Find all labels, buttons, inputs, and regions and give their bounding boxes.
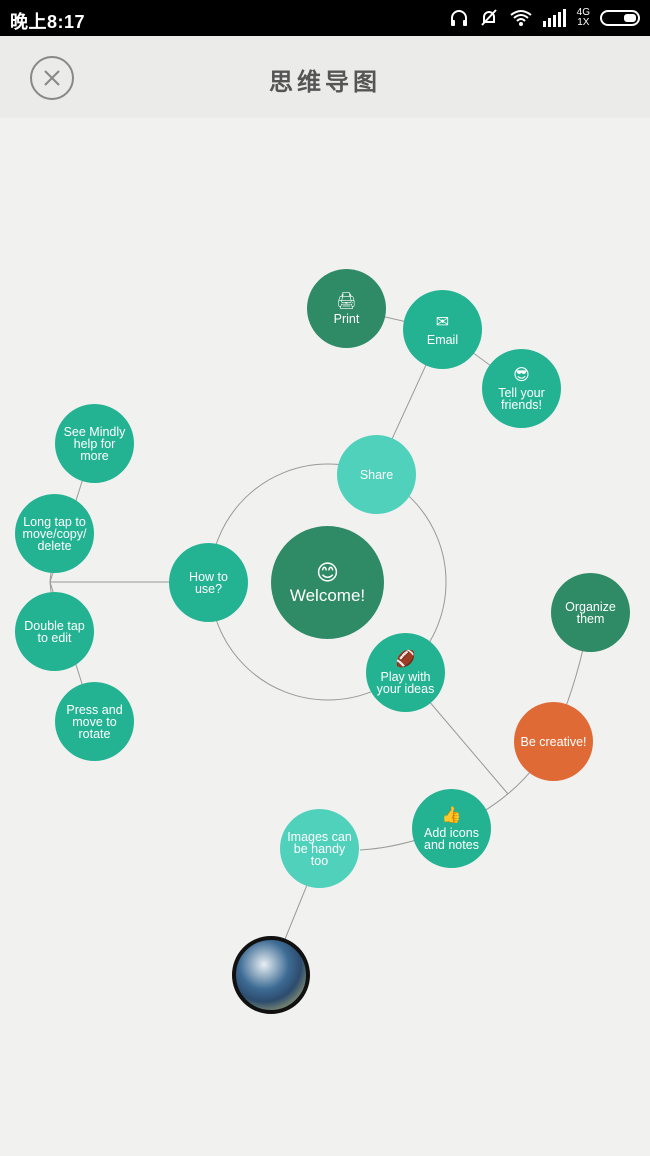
headphones-icon	[450, 10, 467, 26]
printer-icon: 🖨	[336, 292, 357, 310]
status-time: 晚上8:17	[10, 12, 86, 32]
envelope-icon: ✉	[435, 313, 450, 331]
node-add-icons[interactable]: 👍 Add icons and notes	[412, 789, 491, 868]
battery-icon	[600, 10, 640, 26]
node-be-creative[interactable]: Be creative!	[514, 702, 593, 781]
wifi-icon	[510, 10, 532, 26]
node-organize[interactable]: Organize them	[551, 573, 630, 652]
network-type: 4G 1X	[576, 7, 590, 28]
node-welcome[interactable]: 😊 Welcome!	[271, 526, 384, 639]
node-images-handy[interactable]: Images can be handy too	[280, 809, 359, 888]
node-share[interactable]: Share	[337, 435, 416, 514]
node-see-help[interactable]: See Mindly help for more	[55, 404, 134, 483]
earth-image-node[interactable]	[232, 936, 310, 1014]
mute-bell-icon	[480, 9, 497, 26]
node-how-to-use[interactable]: How to use?	[169, 543, 248, 622]
node-print[interactable]: 🖨 Print	[307, 269, 386, 348]
node-play-ideas[interactable]: 🏈 Play with your ideas	[366, 633, 445, 712]
close-x-icon	[44, 70, 60, 86]
status-bar: 晚上8:17 4G 1X	[0, 0, 650, 36]
signal-icon	[542, 9, 566, 27]
header-bar: 思维导图	[0, 36, 650, 118]
node-press-move[interactable]: Press and move to rotate	[55, 682, 134, 761]
node-double-tap[interactable]: Double tap to edit	[15, 592, 94, 671]
thumbs-up-icon: 👍	[441, 806, 462, 824]
node-long-tap[interactable]: Long tap to move/copy/ delete	[15, 494, 94, 573]
node-email[interactable]: ✉ Email	[403, 290, 482, 369]
smile-emoji-icon: 😊	[316, 559, 339, 585]
status-icons: 4G 1X	[449, 6, 640, 30]
close-button[interactable]	[30, 56, 74, 100]
node-tell-friends[interactable]: 😎 Tell your friends!	[482, 349, 561, 428]
football-icon: 🏈	[395, 650, 416, 668]
page-title: 思维导图	[269, 69, 381, 96]
mindmap-canvas[interactable]: 😊 Welcome! Share 🖨 Print ✉ Email 😎 Tell …	[0, 118, 650, 1156]
sunglasses-emoji-icon: 😎	[513, 366, 530, 384]
